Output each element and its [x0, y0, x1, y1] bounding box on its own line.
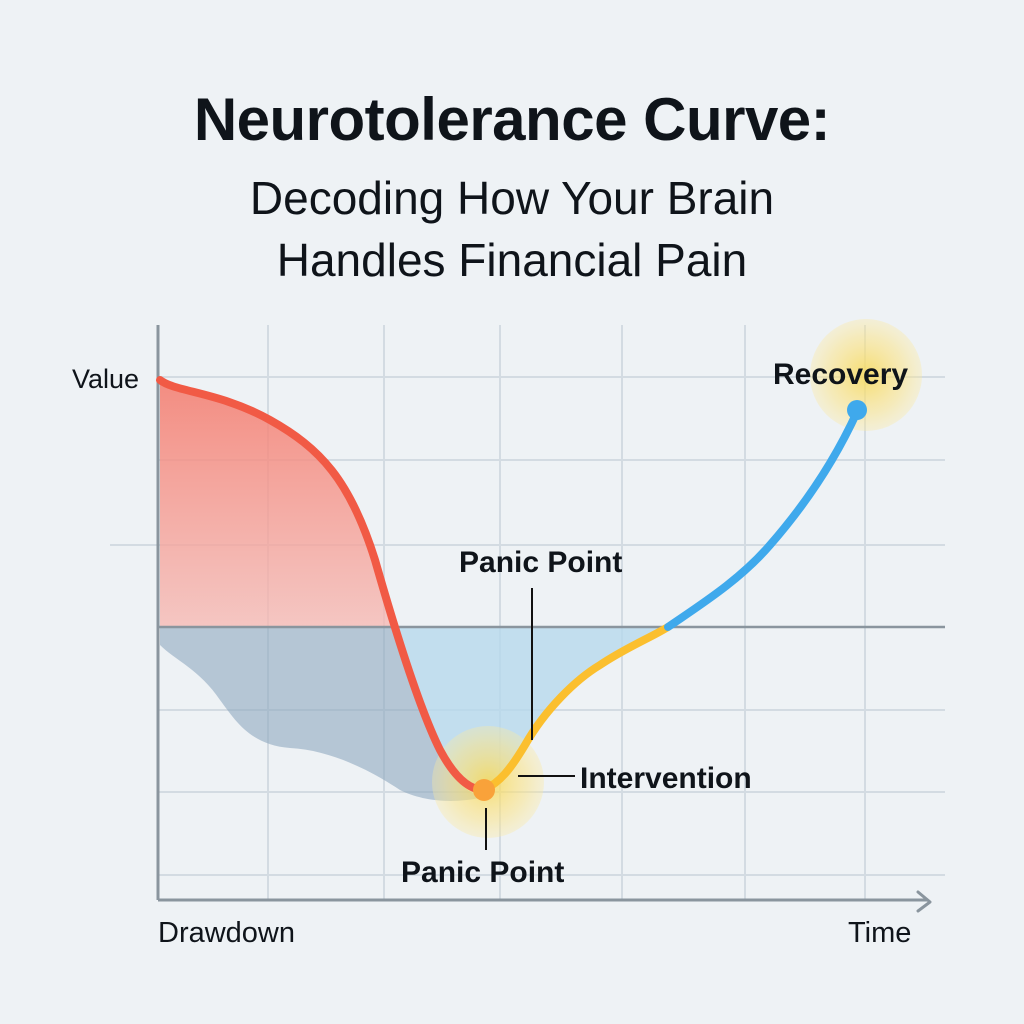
chart-subtitle-line-2: Handles Financial Pain: [276, 234, 748, 286]
x-axis-start-label: Drawdown: [158, 917, 295, 949]
decline-curve: [156, 376, 488, 794]
drawdown-area: [160, 627, 484, 801]
chart-title: Neurotolerance Curve:: [193, 86, 831, 153]
recovery-glow: [810, 319, 922, 431]
recovery-label: Recovery: [773, 358, 908, 391]
panic-point-marker: [473, 779, 495, 801]
intervention-curve: [480, 623, 672, 794]
recovery-curve: [664, 408, 861, 631]
y-axis-label: Value: [72, 364, 139, 394]
panic-point-top-label: Panic Point: [459, 546, 622, 579]
x-axis-arrow-icon: [916, 890, 932, 913]
x-axis-end-label: Time: [848, 917, 911, 949]
recovery-point-marker: [847, 400, 867, 420]
panic-point-bottom-label: Panic Point: [401, 856, 564, 889]
decline-area: [160, 380, 392, 627]
chart-subtitle-line-1: Decoding How Your Brain: [249, 172, 775, 224]
intervention-label: Intervention: [580, 762, 752, 795]
